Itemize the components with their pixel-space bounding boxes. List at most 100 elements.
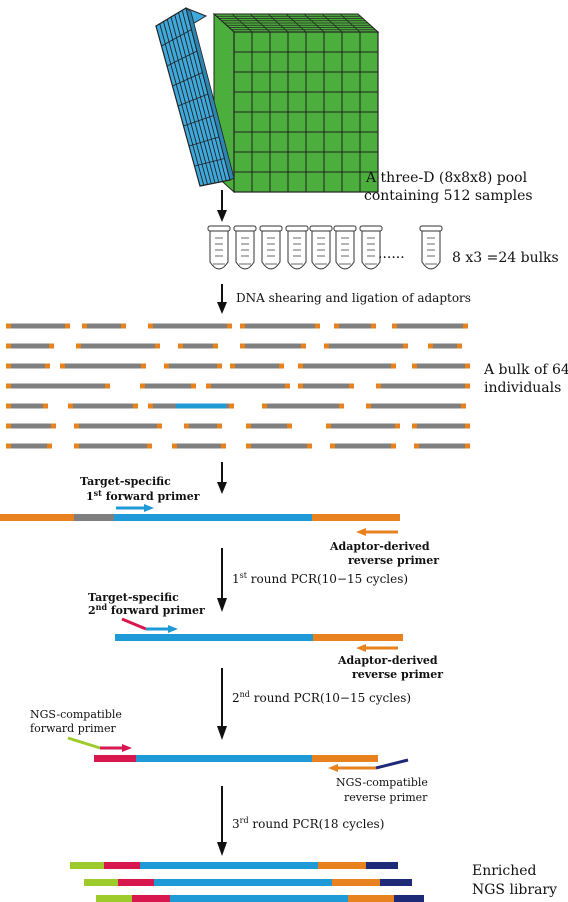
fragment: [262, 403, 344, 409]
round2-pcr-label: 2nd round PCR(10−15 cycles): [232, 690, 411, 705]
slab-grid-line: [183, 115, 214, 127]
fragment: [298, 363, 396, 369]
fragment: [298, 383, 354, 389]
library-fragment-2: [84, 879, 412, 886]
pool-label-line2: containing 512 samples: [364, 188, 533, 204]
round3-rev-line1: NGS-compatible: [336, 776, 428, 789]
fragment: [172, 443, 226, 449]
fragment: [164, 363, 222, 369]
fragment: [184, 423, 222, 429]
fragment: [6, 403, 48, 409]
fragment: [246, 423, 292, 429]
bulk64-line1: A bulk of 64: [483, 362, 568, 378]
cube-grid-line: [339, 13, 361, 33]
fragment: [428, 343, 462, 349]
target-fragment: [148, 403, 234, 409]
bulk-tubes: [207, 225, 443, 270]
round2-forward-primer-arrow: [121, 617, 178, 633]
fragment: [82, 323, 126, 329]
slab-grid-line: [177, 93, 209, 107]
fragment: [60, 363, 146, 369]
arrow-bulks-to-shearing: [217, 284, 227, 314]
pool-cube: [154, 6, 380, 194]
round3-pcr-label: 3rd round PCR(18 cycles): [232, 816, 384, 831]
fragment: [366, 403, 466, 409]
fragment: [6, 363, 50, 369]
fragment: [240, 323, 320, 329]
fragment: [74, 443, 152, 449]
fragment: [246, 443, 312, 449]
fragment: [412, 423, 470, 429]
round3-rev-line2: reverse primer: [344, 791, 428, 804]
round1-forward-primer-arrow: [116, 504, 154, 512]
slab-grid-line: [194, 158, 225, 167]
tube-icon: [333, 225, 357, 270]
fragment: [206, 383, 290, 389]
fragment: [68, 403, 138, 409]
round2-fwd-line2: 2nd forward primer: [88, 602, 205, 617]
slab-grid-line: [178, 12, 223, 182]
slab-edge: [185, 6, 235, 181]
fragment: [330, 443, 396, 449]
tube-icon: [419, 225, 443, 270]
fragment: [6, 423, 56, 429]
library-line1: Enriched: [472, 863, 537, 879]
bulk64-line2: individuals: [484, 380, 561, 396]
arrow-round2-pcr: [217, 668, 227, 740]
tube-icon: [359, 225, 383, 270]
shearing-label: DNA shearing and ligation of adaptors: [236, 291, 471, 305]
slab-grid-line: [181, 10, 227, 181]
library-fragment-3: [96, 895, 424, 902]
cube-grid-line: [321, 13, 343, 33]
sheared-fragments: [6, 323, 470, 449]
tube-icon: [285, 225, 309, 270]
round1-template: [0, 514, 400, 521]
fragment: [178, 343, 218, 349]
tube-icon: [309, 225, 333, 270]
library-fragment-1: [70, 862, 398, 869]
fragment: [412, 363, 470, 369]
pool-label-line1: A three-D (8x8x8) pool: [365, 170, 528, 186]
round2-template: [115, 634, 403, 641]
fragment: [326, 423, 400, 429]
bulks-label: 8 x3 =24 bulks: [452, 250, 559, 266]
fragment: [324, 343, 408, 349]
fragment: [334, 323, 376, 329]
fragment: [148, 323, 232, 329]
fragment: [392, 323, 468, 329]
round3-template: [94, 755, 378, 762]
round1-pcr-label: 1st round PCR(10−15 cycles): [232, 571, 408, 586]
arrow-pool-to-bulks: [217, 190, 227, 222]
round1-fwd-line1: Target-specific: [80, 475, 171, 488]
fragment: [6, 443, 52, 449]
tube-icon: [233, 225, 257, 270]
round2-rev-line2: reverse primer: [352, 668, 443, 681]
round1-reverse-primer-arrow: [356, 528, 398, 536]
round3-fwd-line1: NGS-compatible: [30, 708, 122, 721]
fragment: [6, 343, 54, 349]
round1-fwd-line2: 1st forward primer: [86, 488, 200, 503]
round3-reverse-primer-arrow: [328, 758, 409, 772]
round3-fwd-line2: forward primer: [30, 722, 116, 735]
fragment: [76, 343, 160, 349]
round3-forward-primer-arrow: [67, 736, 132, 752]
fragment: [376, 383, 470, 389]
round1-rev-line1: Adaptor-derived: [329, 540, 430, 553]
fragment: [414, 443, 470, 449]
fragment: [6, 323, 70, 329]
fragment: [140, 383, 196, 389]
round2-reverse-primer-arrow: [356, 644, 398, 652]
slab-grid-line: [174, 14, 220, 183]
arrow-round1-pcr: [217, 548, 227, 612]
round2-fwd-line1: Target-specific: [88, 591, 179, 604]
fragment: [240, 343, 306, 349]
fragment: [230, 363, 284, 369]
library-line2: NGS library: [472, 882, 557, 898]
fragment: [74, 423, 162, 429]
round2-rev-line1: Adaptor-derived: [337, 654, 438, 667]
fragment: [6, 383, 110, 389]
tube-icon: [207, 225, 231, 270]
arrow-fragments-to-round1: [217, 462, 227, 494]
tube-icon: [259, 225, 283, 270]
